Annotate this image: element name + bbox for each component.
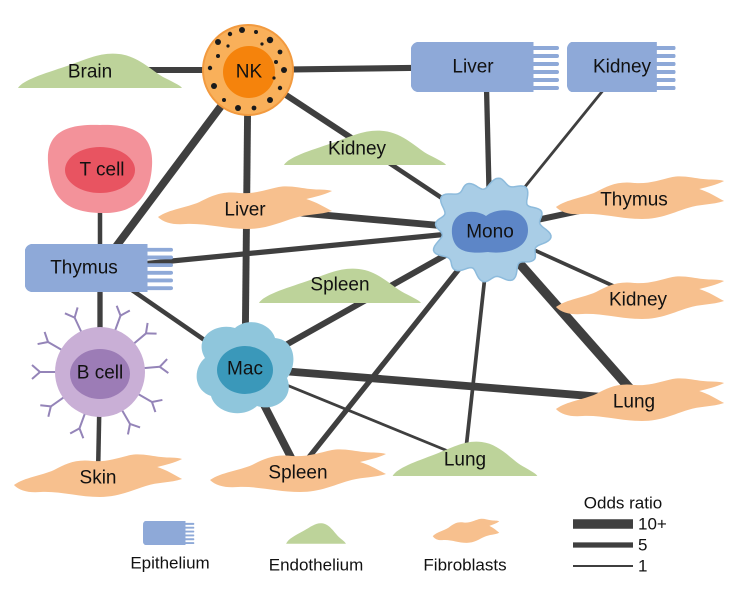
kidney-endo-label: Kidney [328, 139, 387, 160]
node-liver-epi: Liver [411, 42, 557, 92]
odds-ratio-label-3: 1 [638, 557, 647, 576]
nk-label: NK [236, 62, 263, 83]
node-thymus-fib: Thymus [556, 176, 724, 219]
kidney-epi-label: Kidney [593, 57, 652, 78]
brain-endo-label: Brain [68, 62, 112, 83]
odds-ratio-label-1: 10+ [638, 515, 667, 534]
epithelium-legend-label: Epithelium [130, 554, 209, 573]
legend-layer: Epithelium Endothelium Fibroblasts Odds rat… [130, 494, 667, 576]
edge-mac-lung_fib [245, 368, 640, 400]
fibroblasts-legend-label: Fibroblasts [423, 556, 506, 575]
lung-endo-label: Lung [444, 450, 486, 471]
epithelium-swatch-icon [143, 521, 194, 545]
tcell-label: T cell [79, 160, 124, 181]
node-kidney-fib: Kidney [556, 276, 724, 319]
thymus-fib-label: Thymus [600, 190, 668, 211]
spleen-endo-label: Spleen [310, 275, 369, 296]
endothelium-swatch-icon [286, 523, 346, 544]
liver-fib-label: Liver [224, 200, 266, 221]
mac-label: Mac [227, 359, 263, 380]
odds-ratio-title: Odds ratio [584, 494, 662, 513]
cell-type-legend [143, 519, 499, 545]
kidney-fib-label: Kidney [609, 290, 668, 311]
node-thymus-epi: Thymus [25, 244, 171, 292]
endothelium-legend-label: Endothelium [269, 556, 364, 575]
node-mono: Mono [434, 178, 552, 282]
node-lung-endo: Lung [393, 442, 538, 476]
skin-fib-label: Skin [80, 468, 117, 489]
odds-ratio-legend: Odds ratio 10+ 5 1 [573, 494, 667, 576]
lung-fib-label: Lung [613, 392, 655, 413]
bcell-label: B cell [77, 363, 123, 384]
node-mac: Mac [197, 322, 294, 413]
odds-ratio-label-2: 5 [638, 536, 647, 555]
liver-epi-label: Liver [452, 57, 494, 78]
node-kidney-epi: Kidney [567, 42, 674, 92]
thymus-epi-label: Thymus [50, 258, 118, 279]
node-nk: NK [203, 25, 293, 115]
node-tcell: T cell [48, 125, 152, 213]
node-kidney-endo: Kidney [284, 131, 446, 165]
node-lung-fib: Lung [556, 378, 724, 421]
spleen-fib-label: Spleen [268, 463, 327, 484]
fibroblasts-swatch-icon [433, 519, 499, 543]
node-spleen-fib: Spleen [210, 449, 386, 492]
mono-label: Mono [466, 222, 514, 243]
